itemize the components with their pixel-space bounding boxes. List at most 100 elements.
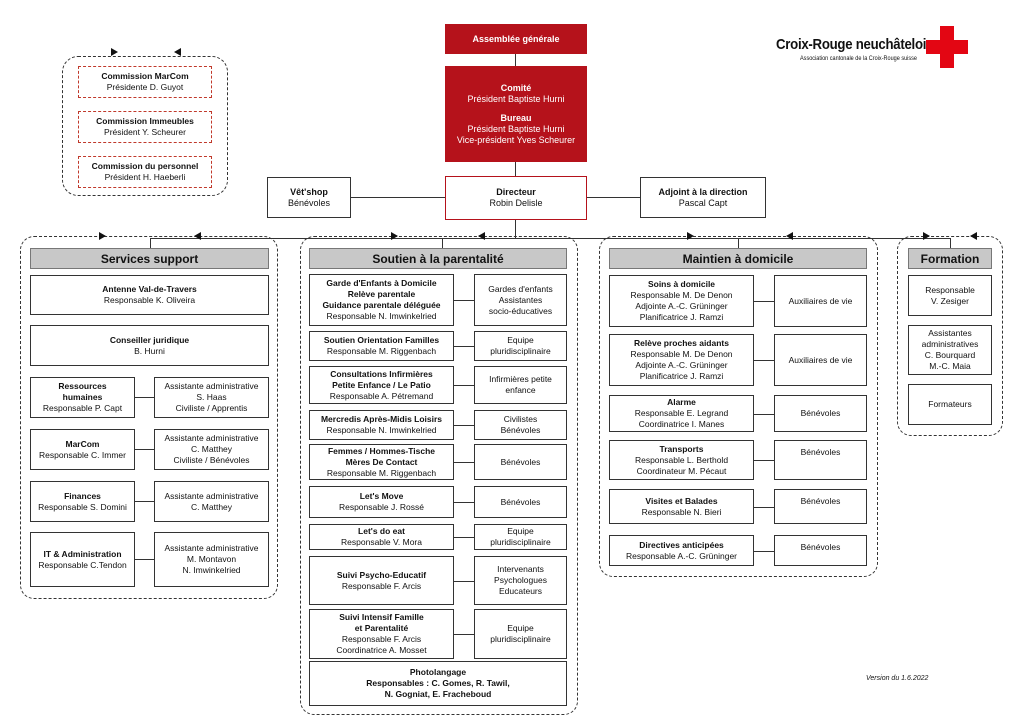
unit-title: Relève proches aidants (634, 338, 729, 348)
staff-line: Assistante administrative (164, 490, 259, 501)
staff-line: Gardes d'enfants (488, 283, 553, 294)
formation-line: Assistantes (928, 328, 972, 338)
connector-line (454, 502, 474, 503)
staff-line: Assistantes (498, 294, 543, 305)
staff-line: Bénévoles (500, 496, 541, 507)
staff-line: Auxiliaires de vie (788, 354, 853, 365)
staff-line: Bénévoles (500, 456, 541, 467)
unit-responsable: Responsable F. Arcis (341, 580, 422, 591)
ressources-humaines-staff: Assistante administrative S. Haas Civili… (154, 377, 269, 418)
conseiller-box: Conseiller juridique B. Hurni (30, 325, 269, 366)
antenne-box: Antenne Val-de-Travers Responsable K. Ol… (30, 275, 269, 315)
unit-responsable: Responsable S. Domini (38, 501, 127, 512)
commission-president: Président H. Haeberli (104, 172, 186, 182)
unit-responsable: Responsable M. De Denon (630, 290, 733, 300)
formation-group (897, 236, 1003, 436)
connector-line (754, 360, 774, 361)
it-administration-box: IT & Administration Responsable C.Tendon (30, 532, 135, 587)
version-note: Version du 1.6.2022 (866, 675, 929, 682)
connector-line (135, 559, 154, 560)
connector-line (738, 238, 739, 248)
connector-line (454, 346, 474, 347)
unit-title: Alarme (667, 397, 696, 407)
unit-responsable: Responsable A. Pétremand (329, 390, 434, 401)
commission-immeubles (78, 111, 212, 143)
staff-line: Equipe (507, 623, 534, 633)
maintien-staff-box: Bénévoles (774, 440, 867, 480)
unit-responsable: Responsable M. Riggenbach (326, 467, 437, 478)
connector-line (754, 507, 774, 508)
unit-responsable: Coordinatrice I. Manes (638, 419, 725, 429)
unit-responsable: Planificatrice J. Ramzi (639, 371, 724, 381)
staff-line: C. Matthey (190, 444, 233, 454)
logo-title: Croix-Rouge neuchâteloise (776, 36, 941, 53)
staff-line: C. Matthey (190, 501, 233, 512)
formation-assistantes-box: Assistantes administratives C. Bourquard… (908, 325, 992, 375)
unit-responsable: Responsable C.Tendon (38, 559, 127, 570)
connector-line (454, 425, 474, 426)
unit-title: Relève parentale (347, 289, 416, 299)
staff-line: Bénévoles (800, 408, 841, 418)
connector-line (754, 460, 774, 461)
staff-line: Auxiliaires de vie (788, 295, 853, 306)
unit-responsable: Adjointe A.-C. Grüninger (635, 360, 728, 370)
formation-line: V. Zesiger (931, 295, 969, 306)
staff-line: M. Montavon (186, 554, 237, 564)
arrow-right-icon (111, 48, 118, 56)
unit-responsable: Coordinatrice A. Mosset (336, 645, 427, 655)
maintien-group (599, 236, 878, 577)
maintien-staff-box: Bénévoles (774, 395, 867, 432)
connector-line (442, 238, 443, 248)
connector-line (150, 238, 151, 248)
staff-line: Bénévoles (800, 447, 841, 457)
commission-president: Présidente D. Guyot (106, 82, 184, 92)
unit-title: Petite Enfance / Le Patio (332, 379, 431, 390)
formation-responsable-box: Responsable V. Zesiger (908, 275, 992, 316)
unit-title: Guidance parentale déléguée (322, 300, 441, 310)
formation-line: Formateurs (928, 399, 972, 409)
vetshop-sub: Bénévoles (287, 197, 331, 208)
unit-responsable: Planificatrice J. Ramzi (639, 312, 724, 322)
formation-heading: Formation (908, 248, 992, 269)
connector-line (150, 238, 950, 239)
staff-line: pluridisciplinaire (490, 537, 551, 547)
staff-line: Bénévoles (800, 496, 841, 506)
staff-line: Civiliste / Bénévoles (173, 455, 250, 465)
formation-line: administratives (921, 339, 979, 349)
maintien-staff-box: Auxiliaires de vie (774, 275, 867, 327)
connector-line (454, 385, 474, 386)
unit-responsable: Responsable M. Riggenbach (326, 346, 437, 356)
connector-line (586, 197, 640, 198)
maintien-staff-box: Bénévoles (774, 489, 867, 524)
finances-staff: Assistante administrative C. Matthey (154, 481, 269, 522)
commission-immeubles-text: Commission Immeubles Président Y. Scheur… (80, 113, 210, 141)
soutien-group (300, 236, 578, 715)
staff-line: Equipe (507, 526, 534, 536)
connector-line (135, 397, 154, 398)
staff-line: enfance (505, 385, 536, 395)
staff-line: pluridisciplinaire (490, 346, 551, 356)
connector-line (454, 634, 474, 635)
formation-line: C. Bourquard (924, 350, 976, 360)
unit-responsable: Responsable N. Bieri (641, 506, 722, 517)
unit-title: IT & Administration (43, 548, 122, 559)
ressources-humaines-box: Ressources humaines Responsable P. Capt (30, 377, 135, 418)
soutien-heading: Soutien à la parentalité (309, 248, 567, 269)
commission-marcom-text: Commission MarCom Présidente D. Guyot (80, 68, 210, 96)
staff-line: Psychologues (494, 575, 547, 585)
unit-title: Photolangage (409, 667, 467, 677)
unit-title: Visites et Balades (645, 495, 718, 506)
commission-title: Commission du personnel (91, 161, 199, 171)
staff-line: Bénévoles (800, 542, 841, 552)
red-cross-icon (926, 26, 968, 68)
connector-line (135, 449, 154, 450)
marcom-box: MarCom Responsable C. Immer (30, 429, 135, 470)
connector-line (754, 414, 774, 415)
